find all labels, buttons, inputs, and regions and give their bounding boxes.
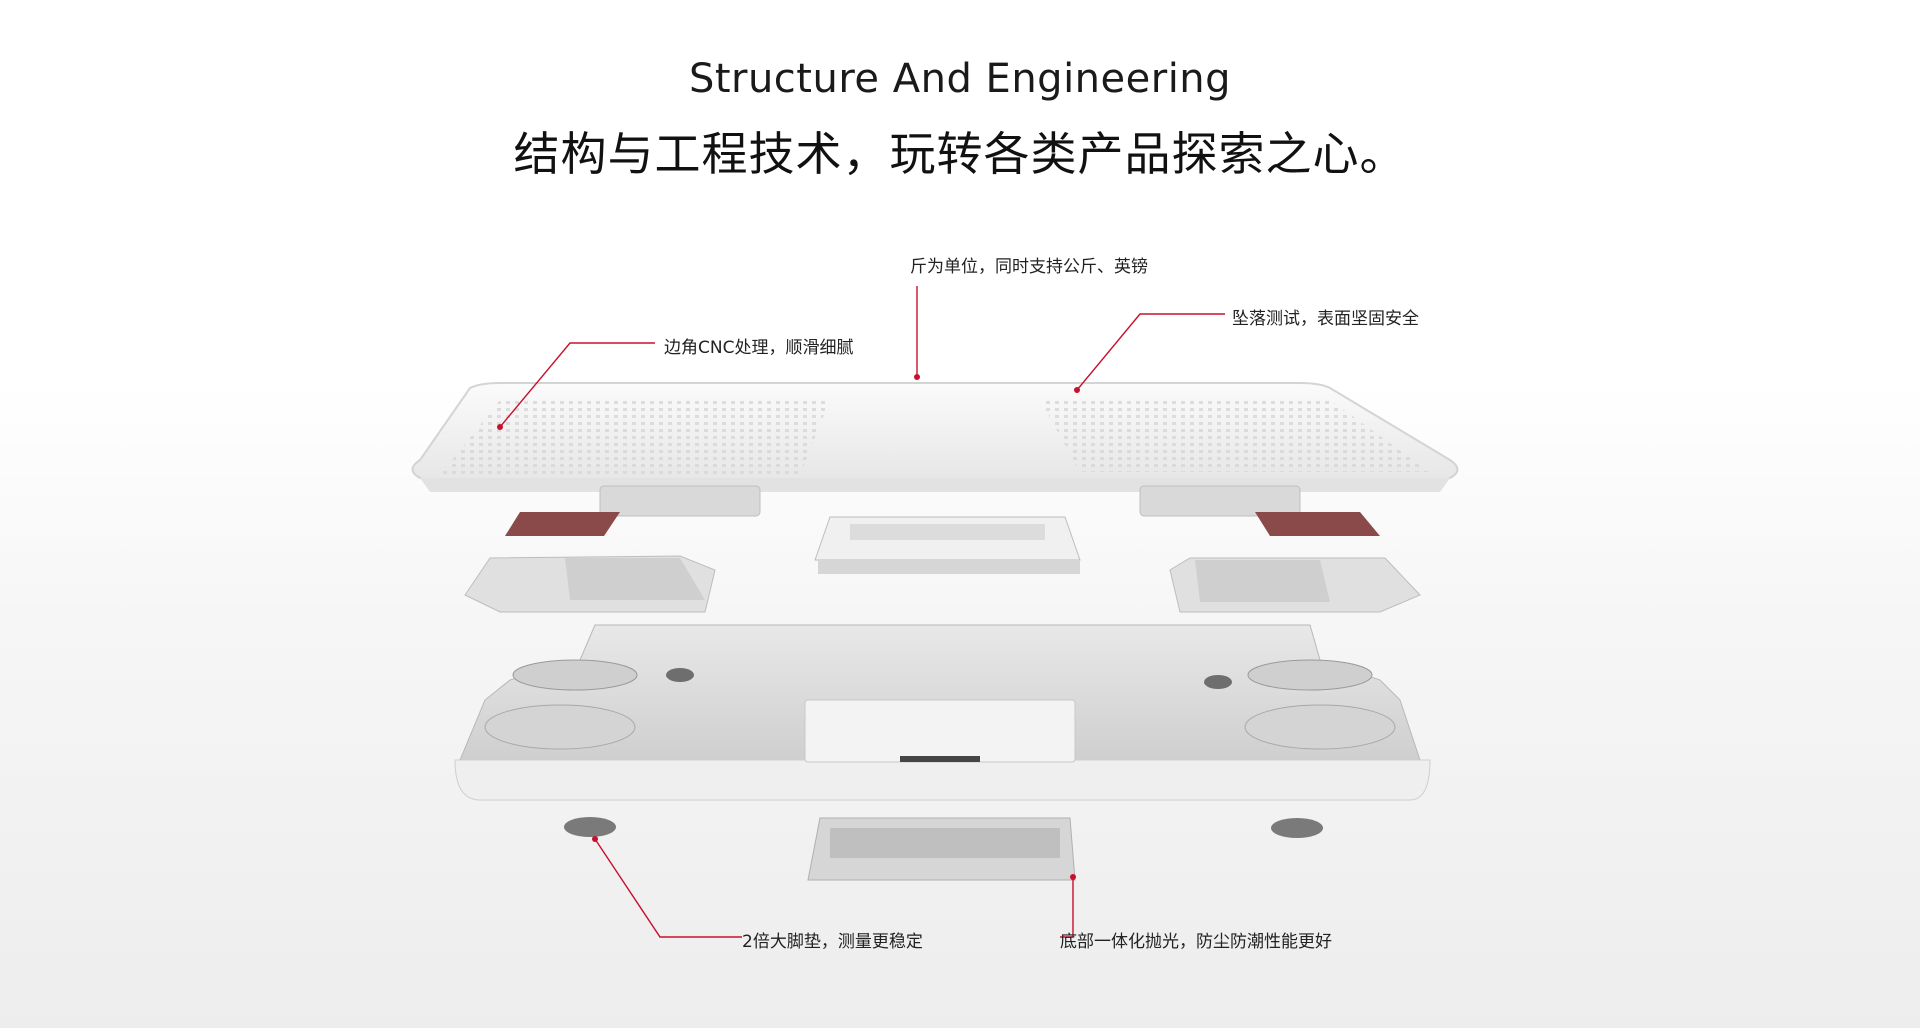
leader-dots [497,374,1080,880]
battery-cover [807,817,1076,881]
display-module [814,516,1081,574]
callout-drop-test: 坠落测试，表面坚固安全 [1232,309,1419,329]
foot-pad [564,817,1323,838]
page-subtitle-cn: 结构与工程技术，玩转各类产品探索之心。 [513,127,1407,181]
callout-cnc-corners: 边角CNC处理，顺滑细腻 [664,338,854,358]
callout-bottom-polish: 底部一体化抛光，防尘防潮性能更好 [1060,932,1332,952]
glass-clips [599,485,1301,517]
sensor-pad [505,512,1380,536]
load-cell-trays [464,555,1421,613]
base-frame [454,624,1431,801]
scale-top-glass [411,382,1459,492]
callout-units: 斤为单位，同时支持公斤、英镑 [910,257,1148,277]
leader-lines [499,286,1225,938]
page-title-en: Structure And Engineering [688,56,1232,102]
callout-foot-pads: 2倍大脚垫，测量更稳定 [742,932,923,952]
